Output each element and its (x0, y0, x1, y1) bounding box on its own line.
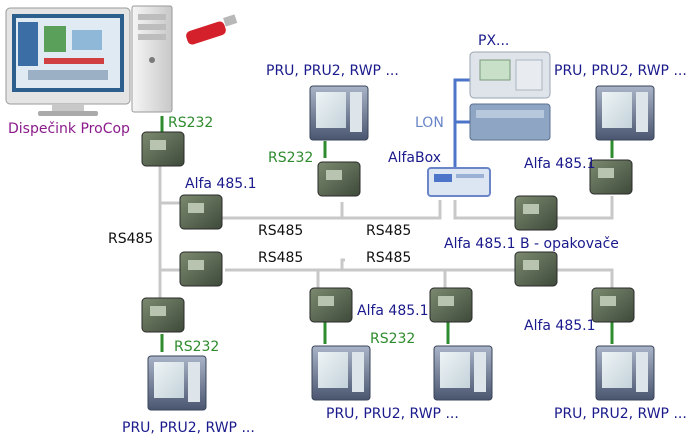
rs485-label: RS485 (108, 231, 154, 247)
pru-regulator-icon (311, 345, 371, 401)
alfa-label: Alfa 485.1 (524, 156, 596, 172)
alfa-converter-icon (589, 159, 633, 195)
rs485-label: RS485 (258, 223, 304, 239)
pru-label: PRU, PRU2, RWP ... (326, 406, 459, 422)
alfa-label: Alfa 485.1 (357, 303, 429, 319)
alfa-label: Alfa 485.1 (524, 318, 596, 334)
alfa-converter-icon (514, 195, 558, 231)
alfa-converter-icon (514, 251, 558, 287)
pru-regulator-icon (595, 85, 655, 141)
alfa-label: Alfa 485.1 (185, 176, 257, 192)
dispatch-monitor-icon (5, 7, 131, 116)
px-label: PX... (478, 33, 510, 49)
alfa-converter-icon (429, 287, 473, 323)
rs485-label: RS485 (366, 223, 412, 239)
dispatch-label: Dispečink ProCop (8, 121, 130, 137)
rs232-label: RS232 (268, 150, 314, 166)
pru-regulator-icon (595, 345, 655, 401)
dispatch-tower-icon (131, 5, 173, 113)
rs485-label: RS485 (366, 250, 412, 266)
rs232-links (160, 116, 614, 352)
pru-label: PRU, PRU2, RWP ... (554, 406, 687, 422)
alfa-converter-icon (591, 287, 635, 323)
pru-regulator-icon (147, 355, 207, 411)
alfa-converter-icon (179, 194, 223, 230)
pru-label: PRU, PRU2, RWP ... (122, 420, 255, 436)
rs485-label: RS485 (258, 250, 304, 266)
usb-key-icon (186, 14, 238, 45)
pru-regulator-icon (309, 85, 369, 141)
px-expansion-icon (469, 103, 551, 141)
alfa-converter-icon (179, 251, 223, 287)
alfabox-label: AlfaBox (388, 150, 441, 166)
alfabox-device-icon (427, 167, 491, 197)
lon-links (453, 78, 470, 168)
alfa-converter-icon (141, 297, 185, 333)
pru-label: PRU, PRU2, RWP ... (554, 63, 687, 79)
pru-label: PRU, PRU2, RWP ... (266, 63, 399, 79)
alfa-converter-icon (317, 161, 361, 197)
pru-regulator-icon (433, 345, 493, 401)
lon-label: LON (415, 115, 444, 131)
rs232-label: RS232 (168, 115, 214, 131)
px-controller-icon (469, 51, 551, 99)
rs232-label: RS232 (370, 331, 416, 347)
rs232-label: RS232 (174, 339, 220, 355)
alfa-repeater-label: Alfa 485.1 B - opakovače (444, 236, 619, 252)
alfa-converter-icon (309, 287, 353, 323)
alfa-converter-icon (141, 131, 185, 167)
